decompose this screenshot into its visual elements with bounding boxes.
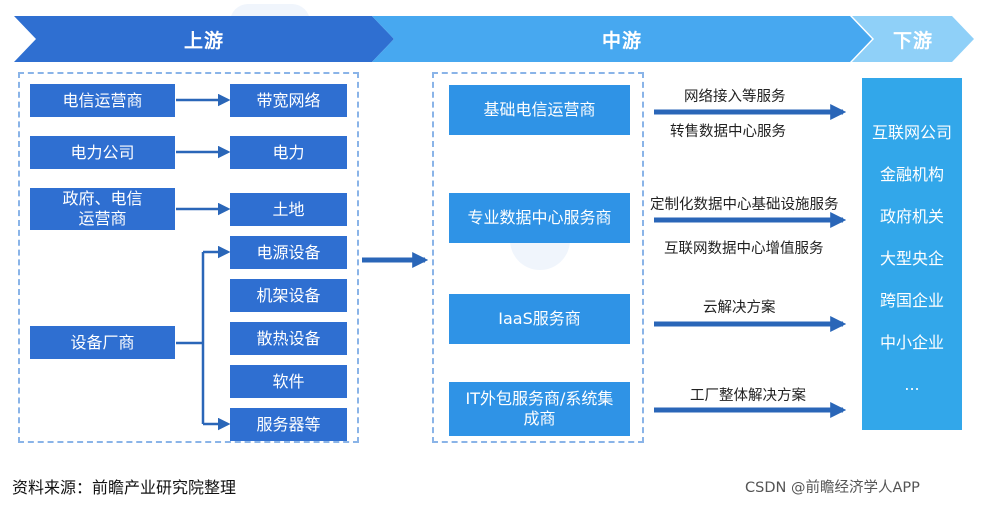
flow-label-value-added: 互联网数据中心增值服务	[664, 241, 824, 257]
resource-cooling-equipment: 散热设备	[230, 322, 347, 355]
downstream-customers-box: 互联网公司 金融机构 政府机关 大型央企 跨国企业 中小企业 ...	[862, 78, 962, 430]
customer-more: ...	[904, 375, 920, 394]
resource-rack-equipment: 机架设备	[230, 279, 347, 312]
flow-label-resale-datacenter: 转售数据中心服务	[670, 124, 786, 140]
provider-basic-telecom: 基础电信运营商	[449, 85, 630, 135]
stage-downstream-label: 下游	[892, 29, 933, 52]
customer-internet-company: 互联网公司	[871, 123, 952, 142]
stage-upstream-label: 上游	[183, 29, 224, 52]
resource-bandwidth: 带宽网络	[230, 84, 347, 117]
upstream-region	[18, 72, 359, 443]
supplier-government-telecom: 政府、电信运营商	[30, 188, 175, 230]
credit-watermark: CSDN @前瞻经济学人APP	[745, 480, 920, 496]
customer-financial-institution: 金融机构	[879, 165, 944, 184]
flow-label-cloud-solution: 云解决方案	[703, 300, 776, 316]
customer-sme: 中小企业	[879, 333, 944, 352]
stage-midstream-banner: 中游	[372, 16, 872, 62]
flow-label-factory-solution: 工厂整体解决方案	[690, 388, 806, 404]
resource-software: 软件	[230, 365, 347, 398]
stage-midstream-label: 中游	[601, 29, 642, 52]
resource-power-equipment: 电源设备	[230, 236, 347, 269]
flow-label-custom-infrastructure: 定制化数据中心基础设施服务	[650, 197, 839, 213]
supplier-equipment-maker: 设备厂商	[30, 326, 175, 359]
customer-government-agency: 政府机关	[879, 207, 944, 226]
source-note: 资料来源：前瞻产业研究院整理	[12, 478, 237, 497]
provider-datacenter-service: 专业数据中心服务商	[449, 193, 630, 243]
supplier-telecom: 电信运营商	[30, 84, 175, 117]
resource-power: 电力	[230, 136, 347, 169]
provider-iaas: IaaS服务商	[449, 294, 630, 344]
stage-upstream-banner: 上游	[14, 16, 394, 62]
customer-large-soe: 大型央企	[879, 249, 944, 268]
resource-servers: 服务器等	[230, 408, 347, 441]
provider-it-outsourcing: IT外包服务商/系统集成商	[449, 382, 630, 436]
midstream-region	[432, 72, 644, 443]
flow-label-network-access: 网络接入等服务	[684, 89, 786, 105]
customer-multinational: 跨国企业	[879, 291, 944, 310]
resource-land: 土地	[230, 193, 347, 226]
supplier-power-company: 电力公司	[30, 136, 175, 169]
